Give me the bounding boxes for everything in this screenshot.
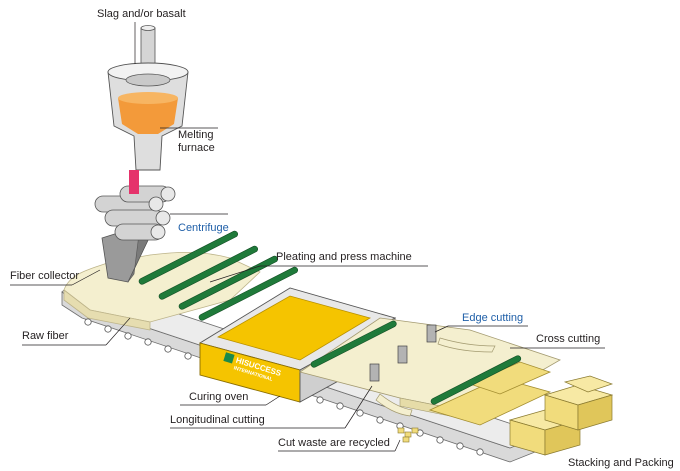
label-curing-oven: Curing oven — [189, 391, 248, 403]
label-stacking-packing: Stacking and Packing — [568, 457, 674, 469]
brand-mark — [223, 352, 235, 364]
label-melting-furnace-line1: Melting — [178, 129, 213, 141]
label-pleating-press: Pleating and press machine — [276, 251, 412, 263]
centrifuge — [94, 185, 176, 241]
label-slag-basalt: Slag and/or basalt — [97, 8, 186, 20]
label-edge-cutting: Edge cutting — [462, 312, 523, 324]
label-melting-furnace-line2: furnace — [178, 142, 215, 154]
label-cross-cutting: Cross cutting — [536, 333, 600, 345]
label-cut-waste: Cut waste are recycled — [278, 437, 390, 449]
edge-trim — [375, 337, 496, 417]
label-longitudinal-cutting: Longitudinal cutting — [170, 414, 265, 426]
stacked-blocks — [508, 375, 614, 456]
label-raw-fiber: Raw fiber — [22, 330, 69, 342]
leader-lines — [10, 22, 605, 452]
recycled-waste — [397, 427, 419, 443]
melting-furnace — [107, 25, 189, 194]
cutting-blades — [369, 324, 437, 382]
label-centrifuge: Centrifuge — [178, 222, 229, 234]
press-rollers — [138, 230, 522, 405]
label-fiber-collector: Fiber collector — [10, 270, 79, 282]
